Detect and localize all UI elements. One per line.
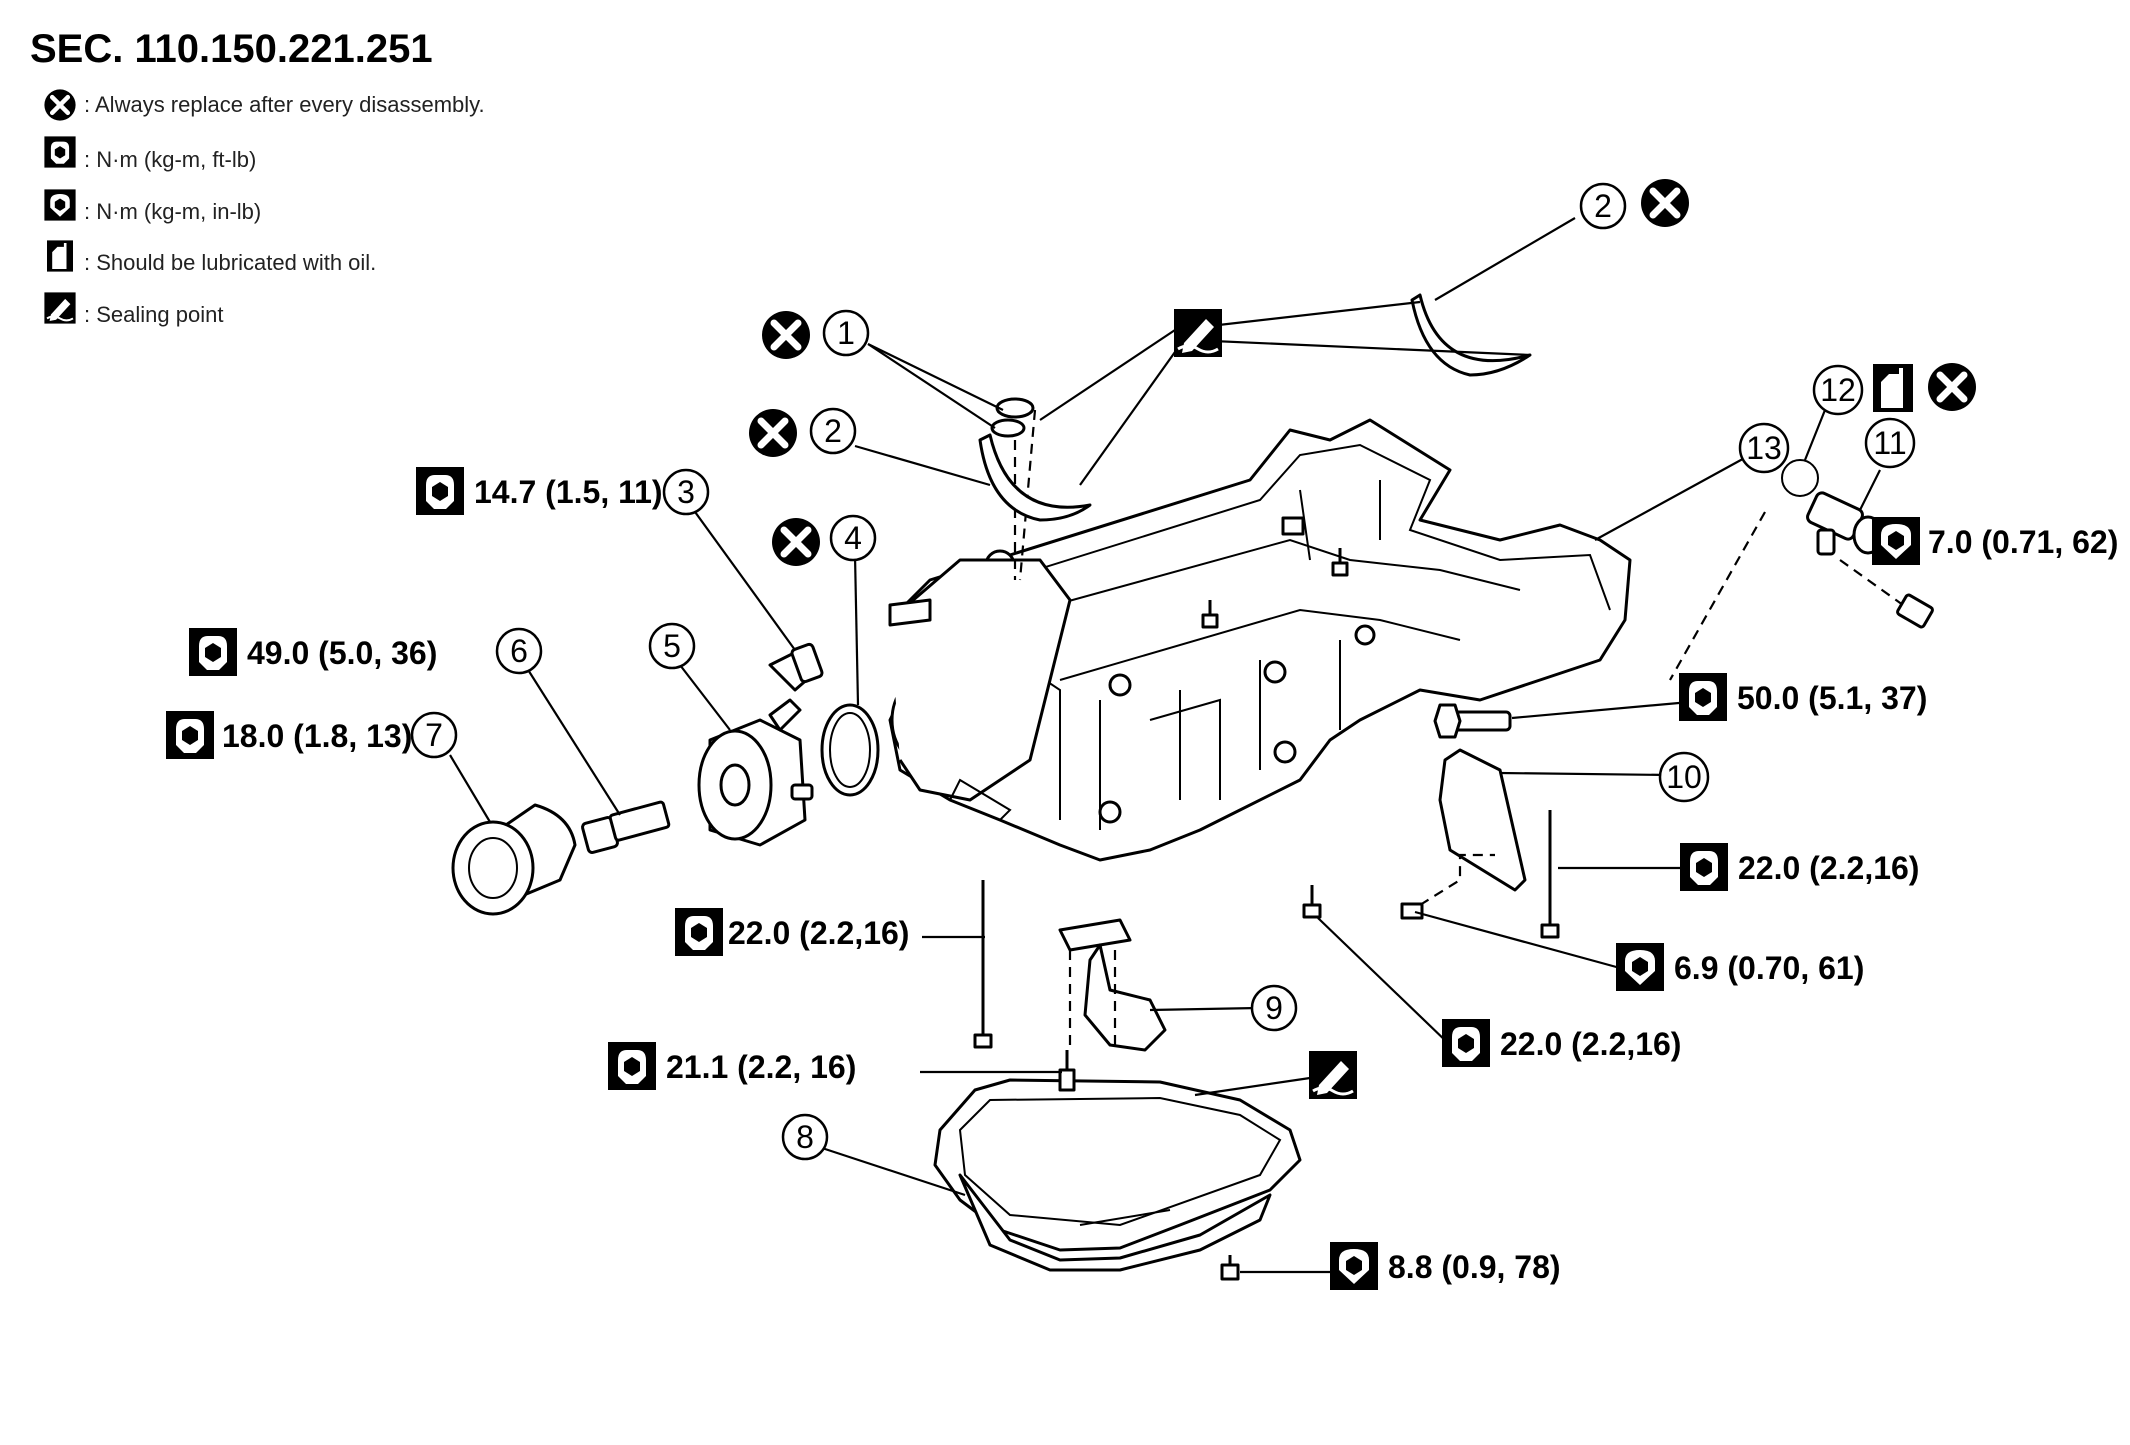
torque-spec-baffle-bolt: 6.9 (0.70, 61) xyxy=(1616,943,1864,991)
sealing-icon xyxy=(1172,307,1224,359)
callout-2-right: 2 xyxy=(1579,179,1689,228)
callout-10: 10 xyxy=(1658,751,1710,803)
torque-value: 14.7 (1.5, 11) xyxy=(474,474,663,510)
oil-cooler xyxy=(697,698,814,847)
torque-spec-strainer-stud: 22.0 (2.2,16) xyxy=(675,908,909,956)
callout-11: 11 xyxy=(1864,417,1916,469)
callout-number: 9 xyxy=(1265,990,1283,1026)
callout-number: 6 xyxy=(510,633,528,669)
callout-3: 3 xyxy=(662,468,710,516)
oil-strainer xyxy=(1058,918,1167,1052)
baffle-plate xyxy=(1438,748,1527,892)
connector-bolt xyxy=(581,800,671,854)
callout-number: 11 xyxy=(1873,425,1906,461)
torque-value: 50.0 (5.1, 37) xyxy=(1737,680,1927,716)
torque-ftlb-icon xyxy=(608,1042,656,1090)
callout-number: 1 xyxy=(837,315,855,351)
callout-number: 4 xyxy=(844,520,862,556)
upper-oil-pan xyxy=(888,418,1632,862)
torque-ftlb-icon xyxy=(1679,673,1727,721)
torque-inlb-icon xyxy=(1330,1242,1378,1290)
callout-number: 2 xyxy=(824,413,842,449)
oil-pressure-switch xyxy=(768,642,824,692)
torque-ftlb-icon xyxy=(166,711,214,759)
callout-6: 6 xyxy=(495,627,543,675)
section-title: SEC. 110.150.221.251 xyxy=(30,27,433,71)
bolts xyxy=(973,516,1560,1281)
torque-value: 18.0 (1.8, 13) xyxy=(222,718,412,754)
legend-text: : Always replace after every disassembly… xyxy=(84,92,485,117)
lower-oil-pan xyxy=(933,1078,1302,1272)
callout-8: 8 xyxy=(781,1113,829,1161)
callout-number: 13 xyxy=(1746,430,1782,466)
torque-spec-lower-pan: 8.8 (0.9, 78) xyxy=(1330,1242,1561,1290)
torque-value: 49.0 (5.0, 36) xyxy=(247,635,437,671)
replace-icon xyxy=(1928,363,1976,411)
legend-text: : N·m (kg-m, ft-lb) xyxy=(84,147,256,172)
callout-number: 10 xyxy=(1666,759,1702,795)
torque-value: 6.9 (0.70, 61) xyxy=(1674,950,1864,986)
torque-spec-pan-bolt: 22.0 (2.2,16) xyxy=(1442,1019,1681,1067)
callout-13: 13 xyxy=(1738,422,1790,474)
sealing-icon xyxy=(43,291,77,325)
sensor-o-ring xyxy=(1781,459,1819,497)
callout-number: 2 xyxy=(1594,188,1612,224)
oil-icon xyxy=(47,240,73,272)
torque-spec-upper-pan: 50.0 (5.1, 37) xyxy=(1679,673,1927,721)
torque-value: 22.0 (2.2,16) xyxy=(1500,1026,1681,1062)
rear-seal-right xyxy=(1410,293,1532,377)
torque-ftlb-icon xyxy=(675,908,723,956)
torque-value: 22.0 (2.2,16) xyxy=(1738,850,1919,886)
torque-ftlb-icon xyxy=(416,467,464,515)
oil-icon xyxy=(1873,364,1913,412)
torque-value: 8.8 (0.9, 78) xyxy=(1388,1249,1561,1285)
legend: : Always replace after every disassembly… xyxy=(43,89,485,327)
callout-number: 12 xyxy=(1820,372,1856,408)
callout-12: 12 xyxy=(1812,363,1976,416)
torque-ftlb-icon xyxy=(44,136,76,168)
callout-number: 8 xyxy=(796,1119,814,1155)
callout-1: 1 xyxy=(762,311,870,359)
torque-spec-drain-plug: 21.1 (2.2, 16) xyxy=(608,1042,856,1090)
torque-spec-6: 49.0 (5.0, 36) xyxy=(189,628,437,676)
replace-icon xyxy=(749,409,797,457)
replace-icon xyxy=(772,518,820,566)
replace-icon xyxy=(762,311,810,359)
callout-number: 3 xyxy=(677,474,695,510)
callout-5: 5 xyxy=(648,622,696,670)
callout-number: 5 xyxy=(663,628,681,664)
torque-value: 21.1 (2.2, 16) xyxy=(666,1049,856,1085)
callout-7: 7 xyxy=(410,711,458,759)
torque-inlb-icon xyxy=(44,189,76,221)
callout-4: 4 xyxy=(772,516,877,566)
sealing-icon xyxy=(1307,1049,1359,1101)
torque-spec-3: 14.7 (1.5, 11) xyxy=(416,467,663,515)
torque-inlb-icon xyxy=(1872,517,1920,565)
torque-ftlb-icon xyxy=(1680,843,1728,891)
torque-value: 22.0 (2.2,16) xyxy=(728,915,909,951)
rear-seal-left xyxy=(978,433,1092,522)
replace-icon xyxy=(1641,179,1689,227)
torque-spec-baffle-stud: 22.0 (2.2,16) xyxy=(1680,843,1919,891)
torque-ftlb-icon xyxy=(189,628,237,676)
oil-level-sensor xyxy=(1806,491,1934,629)
legend-text: : Should be lubricated with oil. xyxy=(84,250,376,275)
legend-text: : Sealing point xyxy=(84,302,223,327)
callout-9: 9 xyxy=(1250,984,1298,1032)
callout-number: 7 xyxy=(425,717,443,753)
oil-cooler-o-ring xyxy=(820,703,880,797)
torque-ftlb-icon xyxy=(1442,1019,1490,1067)
torque-value: 7.0 (0.71, 62) xyxy=(1928,524,2118,560)
callout-2-left: 2 xyxy=(749,409,857,457)
torque-spec-7: 18.0 (1.8, 13) xyxy=(166,711,412,759)
leader-lines xyxy=(449,217,1881,1274)
torque-inlb-icon xyxy=(1616,943,1664,991)
replace-icon xyxy=(44,89,75,120)
legend-text: : N·m (kg-m, in-lb) xyxy=(84,199,261,224)
torque-spec-11: 7.0 (0.71, 62) xyxy=(1872,517,2118,565)
oil-filter xyxy=(451,803,577,916)
